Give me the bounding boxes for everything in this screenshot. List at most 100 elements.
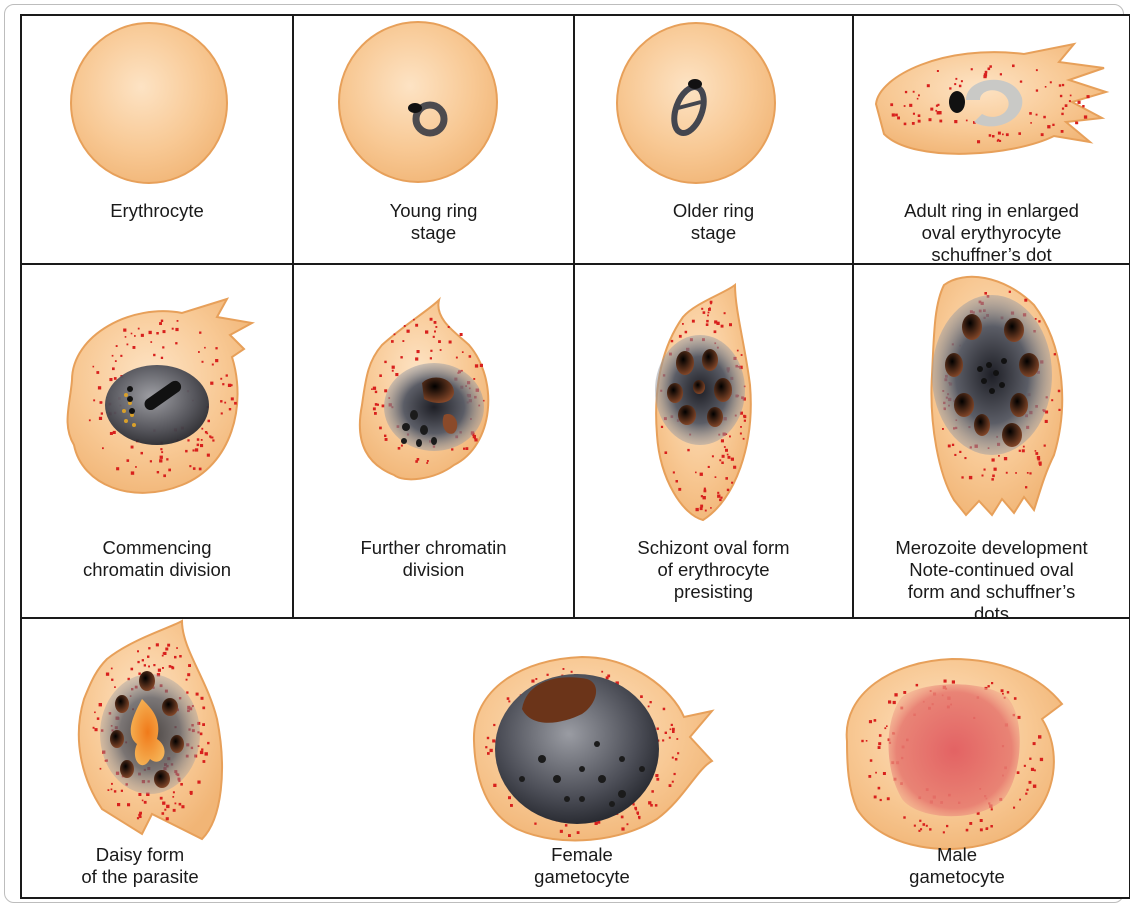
schuffner-dot: [94, 712, 96, 714]
schuffner-dot: [201, 428, 203, 430]
schuffner-dot: [186, 679, 188, 681]
schuffner-dot: [1082, 105, 1084, 107]
schuffner-dot: [1025, 486, 1027, 488]
schuffner-dot: [897, 117, 900, 120]
schuffner-dot: [1004, 457, 1007, 460]
schuffner-dot: [109, 378, 112, 381]
schuffner-dot: [640, 695, 643, 698]
schuffner-dot: [165, 648, 168, 651]
schuffner-dot: [1038, 735, 1041, 738]
schuffner-dot: [1014, 697, 1017, 700]
schuffner-dot: [918, 120, 921, 123]
schuffner-dot: [156, 643, 159, 646]
schuffner-dot: [887, 797, 890, 800]
schuffner-dot: [1029, 781, 1032, 784]
schuffner-dot: [959, 85, 962, 88]
schuffner-dot: [913, 91, 915, 93]
schuffner-dot: [672, 728, 675, 731]
schuffner-dot: [560, 830, 563, 833]
schuffner-dot: [703, 496, 706, 499]
schuffner-dot: [627, 823, 629, 825]
schuffner-dot: [1058, 409, 1060, 411]
schuffner-dot: [202, 707, 205, 710]
schuffner-dot: [966, 829, 969, 832]
schuffner-dot: [988, 685, 990, 687]
schuffner-dot: [714, 320, 717, 323]
schuffner-dot: [1033, 742, 1036, 745]
schuffner-dot: [492, 739, 495, 742]
schuffner-dot: [878, 742, 881, 745]
schuffner-dot: [884, 727, 886, 729]
schuffner-dot: [969, 822, 972, 825]
schuffner-dot: [149, 331, 152, 334]
schuffner-dot: [426, 462, 428, 464]
schuffner-dot: [657, 728, 659, 730]
schuffner-dot: [1012, 65, 1015, 68]
schuffner-dot: [717, 492, 719, 494]
schuffner-dot: [888, 700, 891, 703]
schuffner-dot: [222, 383, 224, 385]
schuffner-dot: [607, 675, 610, 678]
schuffner-dot: [904, 123, 907, 126]
schuffner-dot: [231, 397, 234, 400]
schuffner-dot: [114, 790, 116, 792]
schuffner-dot: [373, 387, 376, 390]
figure-grid: Erythrocyte Young ring stage Older ring …: [20, 14, 1130, 899]
schuffner-dot: [676, 480, 679, 483]
schuffner-dot: [100, 401, 103, 404]
schuffner-dot: [93, 727, 95, 729]
schuffner-dot: [547, 674, 549, 676]
daisy-form-illustration: [79, 621, 222, 839]
schuffner-dot: [175, 328, 178, 331]
schuffner-dot: [1035, 450, 1037, 452]
schuffner-dot: [176, 647, 178, 649]
schuffner-dot: [1061, 130, 1064, 133]
schuffner-dot: [475, 364, 478, 367]
schuffner-dot: [177, 320, 179, 322]
schuffner-dot: [200, 751, 203, 754]
schuffner-dot: [114, 686, 116, 688]
schuffner-dot: [674, 773, 676, 775]
schuffner-dot: [954, 83, 956, 85]
schuffner-dot: [407, 330, 410, 333]
schuffner-dot: [939, 120, 942, 123]
schuffner-dot: [160, 797, 163, 800]
schuffner-dot: [534, 823, 536, 825]
schuffner-dot: [866, 740, 868, 742]
schuffner-dot: [1070, 95, 1072, 97]
schuffner-dot: [737, 350, 739, 352]
schuffner-dot: [707, 315, 709, 317]
schuffner-dot: [1039, 463, 1042, 466]
schuffner-dot: [919, 820, 921, 822]
schuffner-dot: [1078, 101, 1080, 103]
schuffner-dot: [721, 325, 724, 328]
schuffner-dot: [1031, 768, 1034, 771]
schuffner-dot: [1069, 100, 1071, 102]
schuffner-dot: [493, 724, 495, 726]
schuffner-dot: [116, 345, 118, 347]
schuffner-dot: [200, 444, 203, 447]
schuffner-dot: [1052, 124, 1054, 126]
schuffner-dot: [150, 341, 152, 343]
schuffner-dot: [141, 334, 144, 337]
schuffner-dot: [413, 319, 415, 321]
schuffner-dot: [141, 452, 144, 455]
cell-erythrocyte: Erythrocyte: [20, 14, 294, 265]
schuffner-dot: [651, 790, 654, 793]
schuffner-dot: [679, 335, 682, 338]
schuffner-dot: [571, 671, 573, 673]
schuffner-dot: [375, 391, 377, 393]
schuffner-dot: [982, 475, 984, 477]
schuffner-dot: [131, 333, 133, 335]
schuffner-dot: [138, 793, 141, 796]
schuffner-dot: [595, 822, 598, 825]
schuffner-dot: [703, 311, 706, 314]
schuffner-dot: [727, 489, 729, 491]
schuffner-dot: [704, 490, 707, 493]
schuffner-dot: [1062, 108, 1064, 110]
schuffner-dot: [980, 819, 983, 822]
schuffner-dot: [215, 347, 217, 349]
schuffner-dot: [1051, 399, 1053, 401]
schuffner-dot: [969, 476, 972, 479]
schuffner-dot: [197, 444, 200, 447]
